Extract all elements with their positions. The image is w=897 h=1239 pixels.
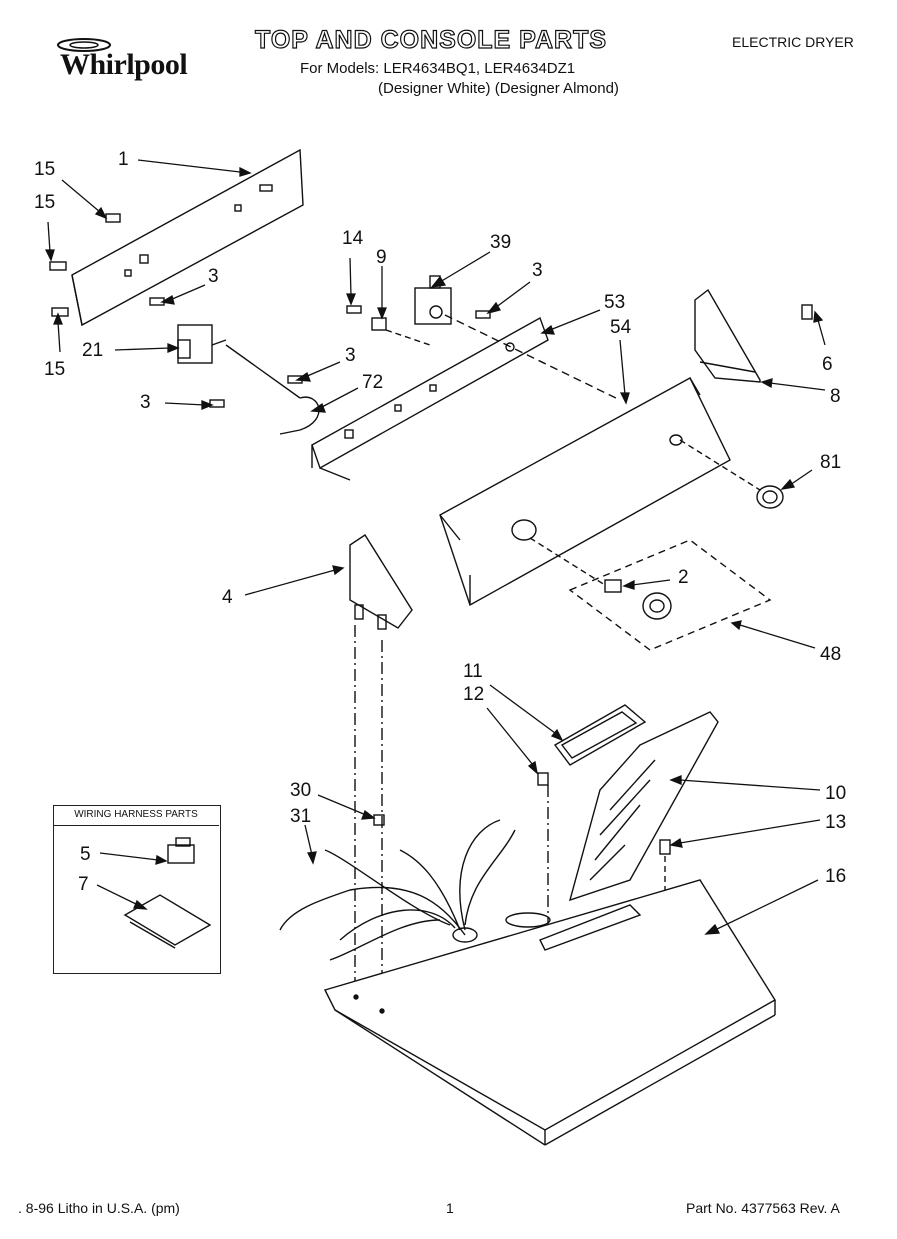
part-15-screws bbox=[49, 213, 121, 317]
callout-3c: 3 bbox=[140, 392, 151, 413]
callout-13: 13 bbox=[825, 812, 846, 833]
colors-line: (Designer White) (Designer Almond) bbox=[378, 80, 619, 97]
callout-6: 6 bbox=[822, 354, 833, 375]
part-3-screw bbox=[209, 399, 225, 408]
callout-31: 31 bbox=[290, 806, 311, 827]
part-54-console bbox=[439, 377, 731, 607]
logo-swirl-icon bbox=[57, 38, 111, 52]
callout-9: 9 bbox=[376, 247, 387, 268]
part-12-screw bbox=[537, 772, 549, 786]
part-2-clip bbox=[604, 579, 622, 593]
callout-3d: 3 bbox=[532, 260, 543, 281]
leader-lines bbox=[44, 159, 826, 935]
part-14-screw bbox=[346, 305, 362, 314]
callout-48: 48 bbox=[820, 644, 841, 665]
part-4-endcap bbox=[349, 534, 413, 630]
callout-15a: 15 bbox=[34, 159, 55, 180]
callout-labels: 1 15 15 15 3 3 3 3 21 72 14 9 39 53 54 6… bbox=[34, 149, 846, 895]
part-1-panel bbox=[71, 148, 304, 327]
part-8-endcap bbox=[694, 288, 761, 383]
part-3-screw bbox=[475, 310, 491, 319]
callout-3b: 3 bbox=[345, 345, 356, 366]
callout-72: 72 bbox=[362, 372, 383, 393]
callout-5: 5 bbox=[80, 844, 91, 865]
callout-53: 53 bbox=[604, 292, 625, 313]
part-5-connector bbox=[167, 837, 195, 864]
part-16-top bbox=[323, 879, 776, 1131]
part-21-switch bbox=[177, 324, 227, 364]
part-81-knob bbox=[756, 485, 784, 509]
callout-30: 30 bbox=[290, 780, 311, 801]
part-9-clip bbox=[371, 317, 387, 331]
footer-page-number: 1 bbox=[446, 1200, 454, 1216]
wiring-harness-title: WIRING HARNESS PARTS bbox=[53, 805, 219, 826]
callout-8: 8 bbox=[830, 386, 841, 407]
part-48-knob bbox=[642, 592, 672, 620]
part-31-harness bbox=[279, 819, 516, 961]
models-line: For Models: LER4634BQ1, LER4634DZ1 bbox=[300, 60, 576, 77]
diagram-drawing bbox=[49, 148, 813, 1146]
footer-print-info: . 8-96 Litho in U.S.A. (pm) bbox=[18, 1200, 180, 1216]
callout-11: 11 bbox=[463, 661, 483, 682]
part-30-clip bbox=[373, 814, 385, 826]
brand-name: Whirlpool bbox=[60, 48, 188, 81]
part-13-screw bbox=[659, 839, 671, 855]
callout-54: 54 bbox=[610, 317, 632, 338]
callout-1: 1 bbox=[118, 149, 129, 170]
callout-21: 21 bbox=[82, 340, 103, 361]
callout-4: 4 bbox=[222, 587, 233, 608]
callout-12: 12 bbox=[463, 684, 484, 705]
callout-39: 39 bbox=[490, 232, 511, 253]
whirlpool-logo: Whirlpool bbox=[57, 38, 188, 82]
appliance-type: ELECTRIC DRYER bbox=[732, 34, 854, 50]
callout-15c: 15 bbox=[44, 359, 65, 380]
callout-15b: 15 bbox=[34, 192, 55, 213]
wiring-harness-box bbox=[53, 805, 221, 974]
part-48-knob-assy bbox=[568, 539, 772, 651]
part-10-grille bbox=[568, 711, 719, 902]
part-6-screw bbox=[801, 304, 813, 320]
callout-2: 2 bbox=[678, 567, 689, 588]
callout-16: 16 bbox=[825, 866, 846, 887]
part-39-timer bbox=[414, 275, 452, 325]
part-72-wire bbox=[279, 396, 320, 435]
callout-7: 7 bbox=[78, 874, 89, 895]
callout-3a: 3 bbox=[208, 266, 219, 287]
page-title: TOP AND CONSOLE PARTS bbox=[254, 25, 608, 54]
callout-81: 81 bbox=[820, 452, 841, 473]
part-53-bracket bbox=[311, 316, 549, 470]
callout-10: 10 bbox=[825, 783, 846, 804]
part-7-block bbox=[123, 894, 212, 949]
part-11-lens bbox=[553, 704, 647, 766]
footer-part-number: Part No. 4377563 Rev. A bbox=[686, 1200, 840, 1216]
callout-14: 14 bbox=[342, 228, 364, 249]
